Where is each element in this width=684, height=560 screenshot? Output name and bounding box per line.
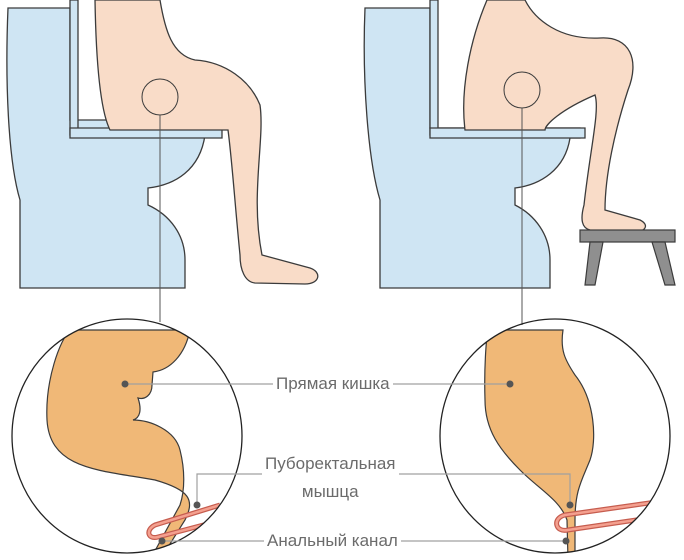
label-rectum: Прямая кишка bbox=[273, 374, 393, 394]
annotation-dots bbox=[121, 380, 574, 545]
label-puborectalis-line1: Пуборектальная bbox=[265, 454, 396, 473]
right-toilet bbox=[363, 0, 586, 289]
label-puborectalis-line2: мышца bbox=[301, 482, 359, 501]
left-legs bbox=[94, 0, 319, 285]
right-rectum-detail bbox=[484, 329, 670, 553]
left-rectum-detail bbox=[46, 329, 231, 553]
footstool bbox=[579, 229, 676, 286]
label-puborectalis: Пуборектальная мышца bbox=[262, 454, 399, 502]
label-anal-canal: Анальный канал bbox=[264, 531, 401, 551]
